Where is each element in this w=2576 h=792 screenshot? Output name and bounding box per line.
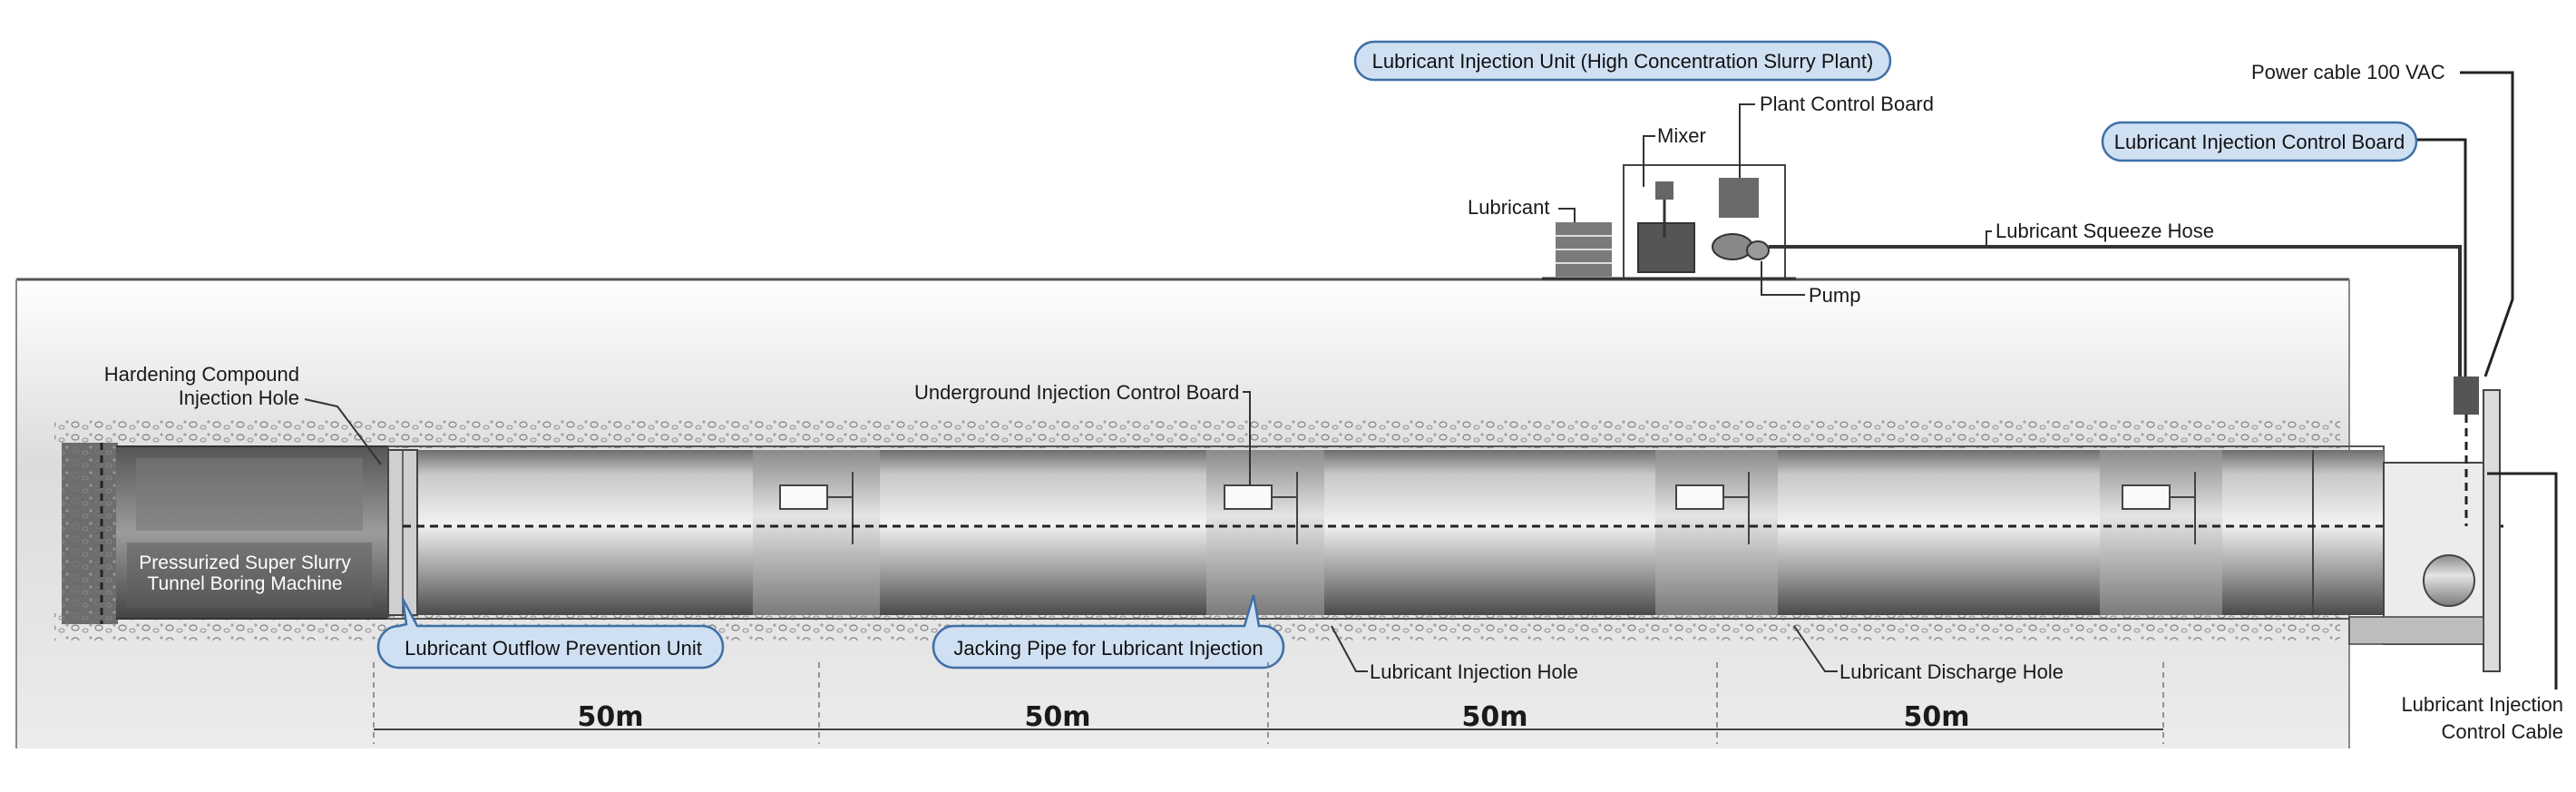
callout-jacking-pipe: Jacking Pipe for Lubricant Injection xyxy=(932,594,1285,670)
underground-control-boxes xyxy=(779,472,2196,544)
callout-outflow-unit: Lubricant Outflow Prevention Unit xyxy=(376,598,725,670)
label-hardening-line1: Hardening Compound xyxy=(104,363,299,386)
control-cable-leader xyxy=(2487,472,2558,689)
gravel-top xyxy=(54,417,2340,448)
tunnel-boring-machine xyxy=(116,445,388,620)
underground-board-leader xyxy=(1243,391,1251,485)
label-lubricant: Lubricant xyxy=(1468,196,1550,219)
dimension-label-1: 50m xyxy=(577,701,643,733)
injection-hole-leader xyxy=(1331,625,1368,672)
label-injection-hole: Lubricant Injection Hole xyxy=(1370,660,1578,683)
dimension-label-2: 50m xyxy=(1024,701,1090,733)
dimension-label-3: 50m xyxy=(1461,701,1527,733)
pump-leader xyxy=(1761,261,1805,296)
jacking-pipes xyxy=(417,450,2384,615)
label-control-cable-line2: Control Cable xyxy=(2441,720,2563,743)
control-board-box xyxy=(2454,376,2479,415)
lubricant-leader xyxy=(1558,208,1576,222)
label-power-cable: Power cable 100 VAC xyxy=(2251,61,2445,83)
callout-jacking-pipe-text: Jacking Pipe for Lubricant Injection xyxy=(953,637,1263,660)
mixer-leader xyxy=(1643,135,1655,187)
power-cable-line xyxy=(2460,71,2514,377)
label-underground-board: Underground Injection Control Board xyxy=(914,381,1239,404)
label-control-cable-line1: Lubricant Injection xyxy=(2401,693,2563,716)
callout-control-board: Lubricant Injection Control Board xyxy=(2101,121,2418,162)
callout-control-board-text: Lubricant Injection Control Board xyxy=(2114,131,2405,153)
squeeze-hose xyxy=(1769,245,2462,376)
label-squeeze-hose: Lubricant Squeeze Hose xyxy=(1995,220,2214,242)
label-tbm-line2: Tunnel Boring Machine xyxy=(147,573,342,594)
callout-outflow-unit-text: Lubricant Outflow Prevention Unit xyxy=(405,637,702,660)
callout-injection-unit: Lubricant Injection Unit (High Concentra… xyxy=(1353,40,1892,82)
dimension-line: 50m 50m 50m 50m xyxy=(373,662,2164,744)
slurry-plant xyxy=(1542,164,1796,280)
launch-shaft xyxy=(2348,389,2501,672)
label-plant-control-board: Plant Control Board xyxy=(1760,93,1934,115)
label-pump: Pump xyxy=(1809,284,1860,307)
hardening-leader xyxy=(304,398,382,465)
callout-injection-unit-text: Lubricant Injection Unit (High Concentra… xyxy=(1372,50,1874,73)
squeeze-hose-leader xyxy=(1986,230,1992,247)
dimension-label-4: 50m xyxy=(1903,701,1969,733)
label-tbm-line1: Pressurized Super Slurry xyxy=(139,552,351,573)
label-discharge-hole: Lubricant Discharge Hole xyxy=(1839,660,2064,683)
control-board-leader xyxy=(2416,138,2467,376)
plant-board-leader xyxy=(1739,103,1755,178)
discharge-hole-leader xyxy=(1793,625,1838,672)
label-mixer: Mixer xyxy=(1657,124,1706,147)
label-hardening-line2: Injection Hole xyxy=(179,386,299,409)
